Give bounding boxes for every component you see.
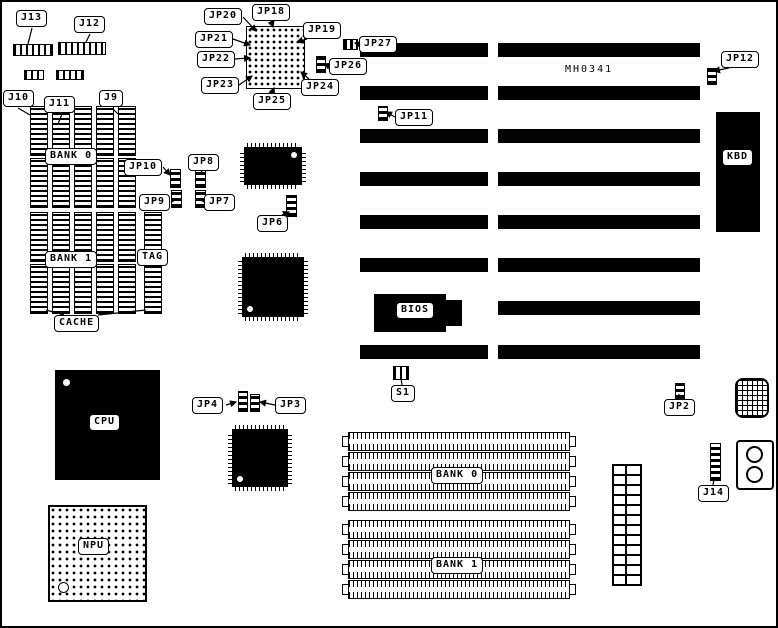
label-ram-bank0: BANK 0	[431, 467, 484, 484]
label-jp12: JP12	[721, 51, 760, 68]
label-jp3: JP3	[275, 397, 307, 414]
label-s1: S1	[391, 385, 416, 402]
cache-chip	[30, 212, 48, 262]
jumper-jp2	[675, 383, 685, 399]
expansion-slot	[360, 345, 488, 359]
cache-chip	[118, 264, 136, 314]
expansion-slot	[360, 86, 488, 100]
expansion-slot	[360, 215, 488, 229]
label-cache: CACHE	[54, 315, 100, 332]
label-jp9: JP9	[139, 194, 171, 211]
expansion-slot	[498, 172, 700, 186]
label-j12: J12	[74, 16, 106, 33]
label-j9: J9	[99, 90, 124, 107]
expansion-slot	[498, 129, 700, 143]
jumper-block-chip	[246, 26, 305, 89]
jumper-jp6	[286, 195, 297, 217]
connector-j14	[710, 443, 721, 481]
expansion-slot	[498, 301, 700, 315]
connector-j13	[13, 44, 53, 56]
label-cache-bank0: BANK 0	[45, 148, 98, 165]
label-j11: J11	[44, 96, 76, 113]
expansion-slot	[498, 86, 700, 100]
label-jp10: JP10	[124, 159, 163, 176]
label-jp6: JP6	[257, 215, 289, 232]
label-jp18: JP18	[252, 4, 291, 21]
label-jp11: JP11	[395, 109, 434, 126]
cache-chip	[118, 212, 136, 262]
label-jp23: JP23	[201, 77, 240, 94]
expansion-slot	[498, 215, 700, 229]
expansion-slot	[360, 129, 488, 143]
connector-j12	[58, 42, 106, 55]
edge-connector	[612, 464, 642, 586]
label-j10: J10	[3, 90, 35, 107]
label-jp20: JP20	[204, 8, 243, 25]
keyboard-controller-chip	[716, 112, 760, 232]
label-jp22: JP22	[197, 51, 236, 68]
jumper-jp12	[707, 68, 717, 85]
simm-socket	[342, 492, 576, 511]
pin1-marker	[58, 582, 69, 593]
cache-chip	[96, 212, 114, 262]
jumper-jp10	[170, 169, 181, 188]
label-kbd: KBD	[722, 149, 754, 166]
expansion-slot	[498, 43, 700, 57]
jumper-jp9	[171, 190, 182, 208]
label-jp26: JP26	[329, 58, 368, 75]
label-jp21: JP21	[195, 31, 234, 48]
label-jp7: JP7	[204, 194, 236, 211]
bios-chip	[446, 300, 462, 326]
jumper-jp4	[238, 391, 248, 412]
label-npu: NPU	[78, 538, 110, 555]
label-j13: J13	[16, 10, 48, 27]
simm-socket	[342, 520, 576, 539]
label-j14: J14	[698, 485, 730, 502]
simm-socket	[342, 580, 576, 599]
board-part-number: MH0341	[565, 64, 614, 75]
chipset-ic	[240, 143, 306, 189]
label-tag: TAG	[137, 249, 169, 266]
expansion-slot	[360, 258, 488, 272]
power-connector	[735, 378, 769, 418]
expansion-slot	[498, 258, 700, 272]
label-jp24: JP24	[301, 79, 340, 96]
label-cpu: CPU	[89, 414, 121, 431]
label-jp27: JP27	[359, 36, 398, 53]
cache-chip	[96, 264, 114, 314]
cache-chip	[96, 158, 114, 208]
cache-chip	[30, 158, 48, 208]
cache-chip	[118, 106, 136, 156]
connector-small-2	[56, 70, 84, 80]
label-jp2: JP2	[664, 399, 696, 416]
label-jp8: JP8	[188, 154, 220, 171]
connector-small-1	[24, 70, 44, 80]
label-ram-bank1: BANK 1	[431, 557, 484, 574]
expansion-slot	[360, 172, 488, 186]
keyboard-din-port	[736, 440, 774, 490]
label-jp4: JP4	[192, 397, 224, 414]
cache-chip	[30, 106, 48, 156]
expansion-slot	[498, 345, 700, 359]
simm-socket	[342, 432, 576, 451]
chipset-ic	[238, 253, 308, 321]
chipset-ic	[228, 425, 292, 491]
label-bios: BIOS	[396, 302, 435, 319]
label-cache-bank1: BANK 1	[45, 251, 98, 268]
label-jp19: JP19	[303, 22, 342, 39]
cache-chip	[30, 264, 48, 314]
label-jp25: JP25	[253, 93, 292, 110]
